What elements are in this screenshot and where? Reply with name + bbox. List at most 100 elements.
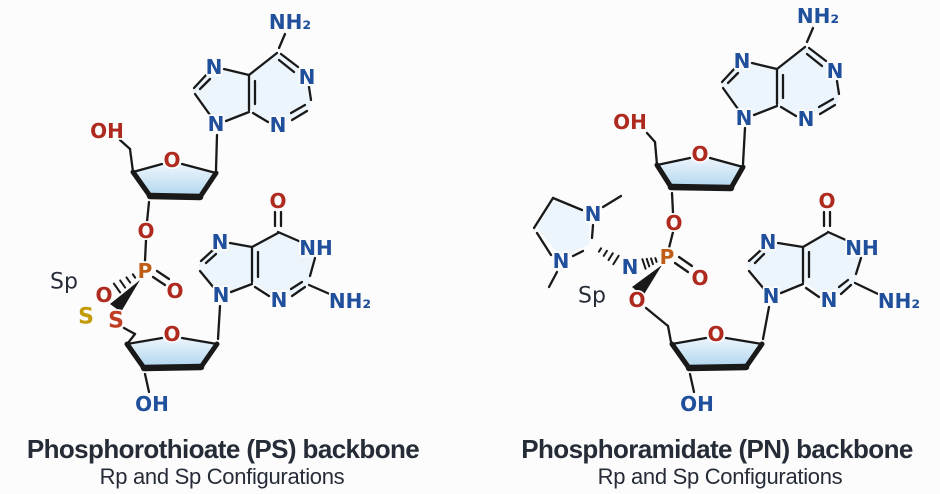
guanine-n9-label: N [763,284,780,308]
bond [128,147,135,174]
bond [826,230,850,243]
guanine-amino-label: NH₂ [329,289,371,313]
bond [277,32,287,50]
guanine-n3-label: N [821,288,838,312]
lower-sugar-ring-oxygen: O [163,322,180,346]
bond [726,71,740,85]
lower-sugar-ring-oxygen: O [707,322,724,346]
sulfur-bridge-label: S [108,309,124,334]
hash-bond [131,273,137,279]
sulfur-gold-label: S [78,305,94,330]
pn-subcaption: Rp and Sp Configurations [598,464,843,489]
hash-bond [641,258,647,270]
bond [753,252,766,265]
guanine-ring-fill [747,232,862,300]
bond [669,341,692,371]
bond [839,283,853,296]
hash-bond [602,249,608,257]
bond [192,72,209,90]
adenine-n3-label: N [270,113,287,137]
bond [228,241,254,249]
adenine-ring-fill [720,46,839,119]
bond [532,196,555,230]
phosphorus-label: P [660,245,675,269]
bond [688,372,696,394]
bond [801,231,829,249]
bond [277,58,296,74]
bond [655,156,692,167]
bond [724,336,764,346]
bond [289,280,304,291]
bond [251,111,270,124]
bond [601,194,623,209]
5prime-hydroxyl-label: OH [90,119,124,143]
bond [807,46,828,63]
hash-bond [119,279,127,289]
bond [253,285,271,298]
bond [673,261,690,274]
adenine-n1-label: N [299,65,316,89]
bond [654,162,674,190]
bond [747,269,766,291]
bond [307,283,334,297]
adenine-n7-label: N [206,55,223,79]
bond [750,61,779,71]
bond [653,140,659,167]
bond [199,248,215,263]
bond [779,282,805,295]
imidazolidine-n3-label: N [553,249,570,273]
hash-bond [650,257,654,266]
hash-bond [112,282,122,294]
adenine-n9-label: N [736,106,753,130]
bond [229,282,254,294]
bond [776,241,805,249]
phosphoryl-oxygen-label: O [166,279,183,303]
lower-sugar-fill [675,337,761,365]
adenine-n3-label: N [798,107,815,131]
bond [122,326,137,336]
bond [140,363,205,372]
wedge-bond [110,280,140,312]
bond [198,341,220,370]
bond [124,341,147,371]
bond [779,105,798,118]
bond [125,336,164,346]
hash-bond [597,247,603,253]
guanine-nh-label: NH [845,236,878,260]
bond [818,103,837,116]
bond [118,138,132,151]
ps-caption: Phosphorothioate (PS) backbone [27,434,419,464]
adenine-n9-label: N [208,112,225,136]
bond [666,324,673,344]
stereo-label-sp: Sp [50,270,78,295]
5prime-hydroxyl-label: OH [613,110,647,134]
amidate-nitrogen-label: N [622,255,639,279]
bond [817,97,835,109]
bond [146,192,204,201]
bond [670,191,675,215]
guanine-n9-label: N [213,283,230,307]
bond [805,52,824,68]
bond [307,85,313,102]
bond [761,305,771,341]
3prime-oxygen-label: O [665,211,682,235]
bond [805,26,815,44]
adenine-amino-label: NH₂ [269,10,311,34]
guanine-n7-label: N [760,230,777,254]
guanine-n3-label: N [271,288,288,312]
bond [835,79,841,96]
bond [535,231,553,257]
bond [197,170,219,200]
bond [198,269,216,290]
bond [151,275,167,287]
bond [214,133,219,172]
bond [720,66,737,84]
hash-bond [607,252,614,262]
bond [247,51,279,77]
phosphorus-label: P [138,259,153,283]
bond [804,286,821,299]
guanine-nh-label: NH [299,236,332,260]
bond [741,126,747,166]
